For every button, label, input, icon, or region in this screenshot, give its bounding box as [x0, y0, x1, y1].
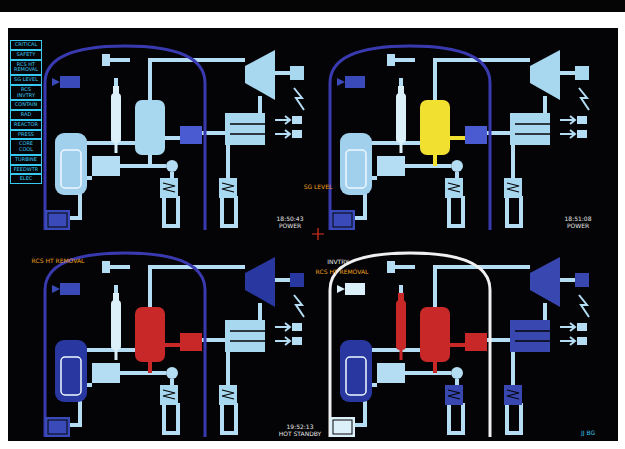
menu-text: SG LEVEL — [12, 77, 40, 83]
menu-button: PRESS — [10, 130, 42, 140]
menu-text: REACTOR — [12, 122, 40, 128]
menu-button: TURBINE — [10, 155, 42, 165]
menu-text: ELEC — [12, 176, 40, 182]
top-bar — [0, 0, 625, 12]
screen-label: RCS HT REMOVAL — [316, 269, 369, 276]
menu-text: PRESS — [12, 132, 40, 138]
screen-label: JJ BG — [581, 430, 595, 437]
screen-label: HOT STANDBY — [279, 431, 321, 438]
menu-button: CONTAIN — [10, 100, 42, 110]
menu-text: RCS HT REMOVAL — [12, 62, 40, 74]
menu-text: CORE COOL — [12, 141, 40, 153]
screen-label: POWER — [279, 223, 301, 230]
menu-button: RCS INVTRY — [10, 85, 42, 101]
menu-text: FEEDWTR — [12, 167, 40, 173]
screen-label: POWER — [567, 223, 589, 230]
screen-label: 18:51:08 — [565, 216, 592, 223]
menu-text: TURBINE — [12, 157, 40, 163]
screen-label: 19:52:13 — [287, 424, 314, 431]
menu-text: CONTAIN — [12, 102, 40, 108]
menu-button: SAFETY — [10, 50, 42, 60]
screen-label: SG LEVEL — [304, 184, 333, 191]
menu-text: RAD — [12, 112, 40, 118]
menu-button: ELEC — [10, 174, 42, 184]
menu-text: CRITICAL — [12, 42, 40, 48]
screen-label: 18:50:43 — [277, 216, 304, 223]
menu-text: SAFETY — [12, 52, 40, 58]
menu-button: CORE COOL — [10, 139, 42, 155]
screen-label: RCS HT REMOVAL — [32, 258, 85, 265]
menu-button: FEEDWTR — [10, 165, 42, 175]
menu-button: SG LEVEL — [10, 75, 42, 85]
menu-button: CRITICAL — [10, 40, 42, 50]
menu-text: RCS INVTRY — [12, 87, 40, 99]
menu-button: RAD — [10, 110, 42, 120]
screen-label: INVTRY — [327, 259, 348, 266]
menu-button: RCS HT REMOVAL — [10, 60, 42, 76]
menu-button: REACTOR — [10, 120, 42, 130]
